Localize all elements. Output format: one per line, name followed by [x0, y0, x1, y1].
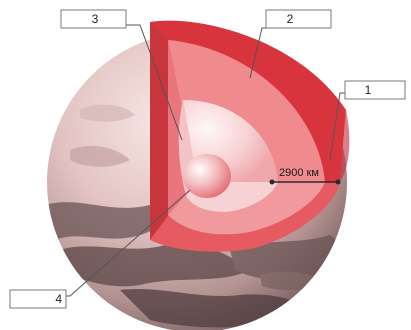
distance-marker: 2900 км	[269, 167, 341, 185]
inner-core	[183, 154, 231, 198]
label-box-2: 2	[265, 9, 332, 29]
callout-lines	[66, 24, 345, 297]
callout-line-4	[66, 189, 191, 297]
distance-label: 2900 км	[279, 167, 319, 179]
label-box-3: 3	[60, 9, 127, 29]
callout-line-3	[126, 24, 183, 141]
callout-line-1	[329, 92, 345, 161]
label-box-1: 1	[344, 80, 406, 100]
label-box-4: 4	[9, 289, 67, 309]
label-2-text: 2	[287, 12, 294, 26]
label-1-text: 1	[365, 83, 372, 97]
label-3-text: 3	[92, 12, 99, 26]
label-4-text: 4	[55, 292, 62, 306]
callout-line-2	[249, 27, 266, 79]
